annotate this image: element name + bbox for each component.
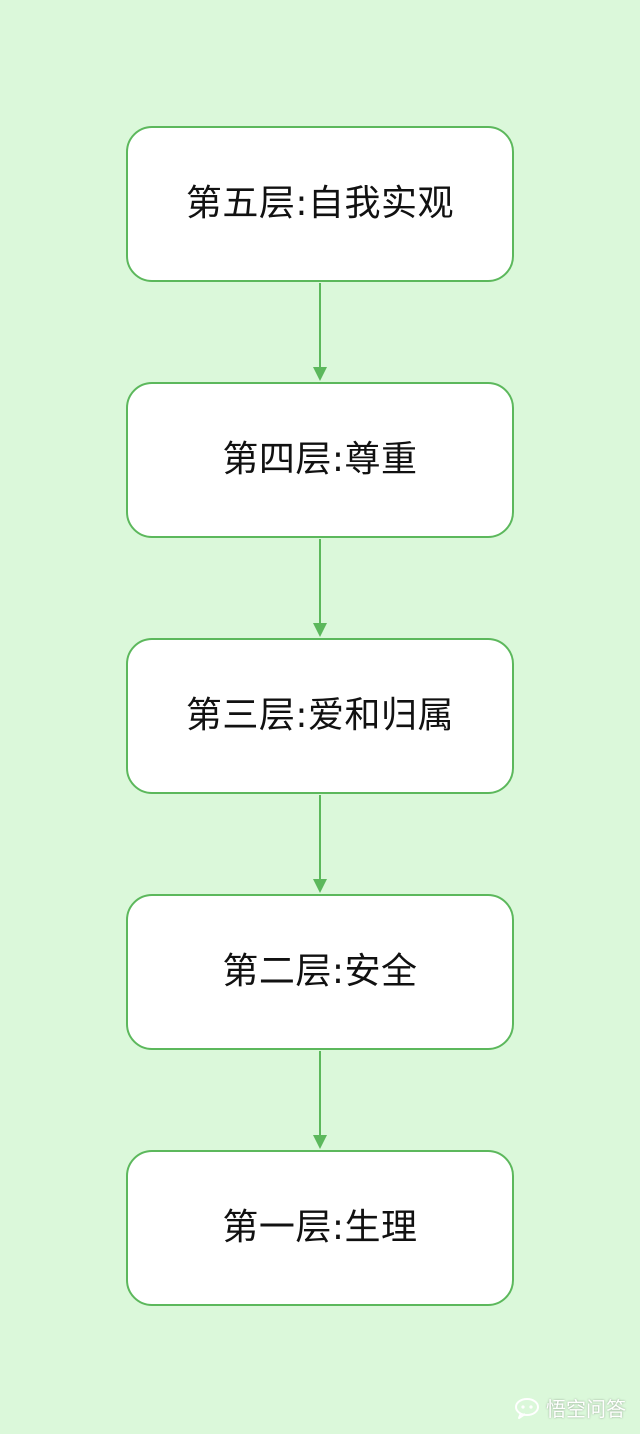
chat-bubble-icon <box>515 1397 539 1419</box>
arrow-2-to-1 <box>313 1051 327 1149</box>
watermark-text: 悟空问答 <box>546 1397 626 1421</box>
arrow-4-to-3 <box>313 539 327 637</box>
level-4-node: 第四层:尊重 <box>126 382 514 538</box>
level-1-label: 第一层:生理 <box>222 1207 418 1248</box>
watermark: 悟空问答 <box>514 1393 626 1422</box>
level-1-node: 第一层:生理 <box>126 1150 514 1306</box>
level-3-node: 第三层:爱和归属 <box>126 638 514 794</box>
level-5-node: 第五层:自我实观 <box>126 126 514 282</box>
level-2-label: 第二层:安全 <box>222 951 418 992</box>
level-2-node: 第二层:安全 <box>126 894 514 1050</box>
arrow-5-to-4 <box>313 283 327 381</box>
level-5-label: 第五层:自我实观 <box>185 183 455 224</box>
arrow-3-to-2 <box>313 795 327 893</box>
level-4-label: 第四层:尊重 <box>222 439 418 480</box>
level-3-label: 第三层:爱和归属 <box>185 695 455 736</box>
